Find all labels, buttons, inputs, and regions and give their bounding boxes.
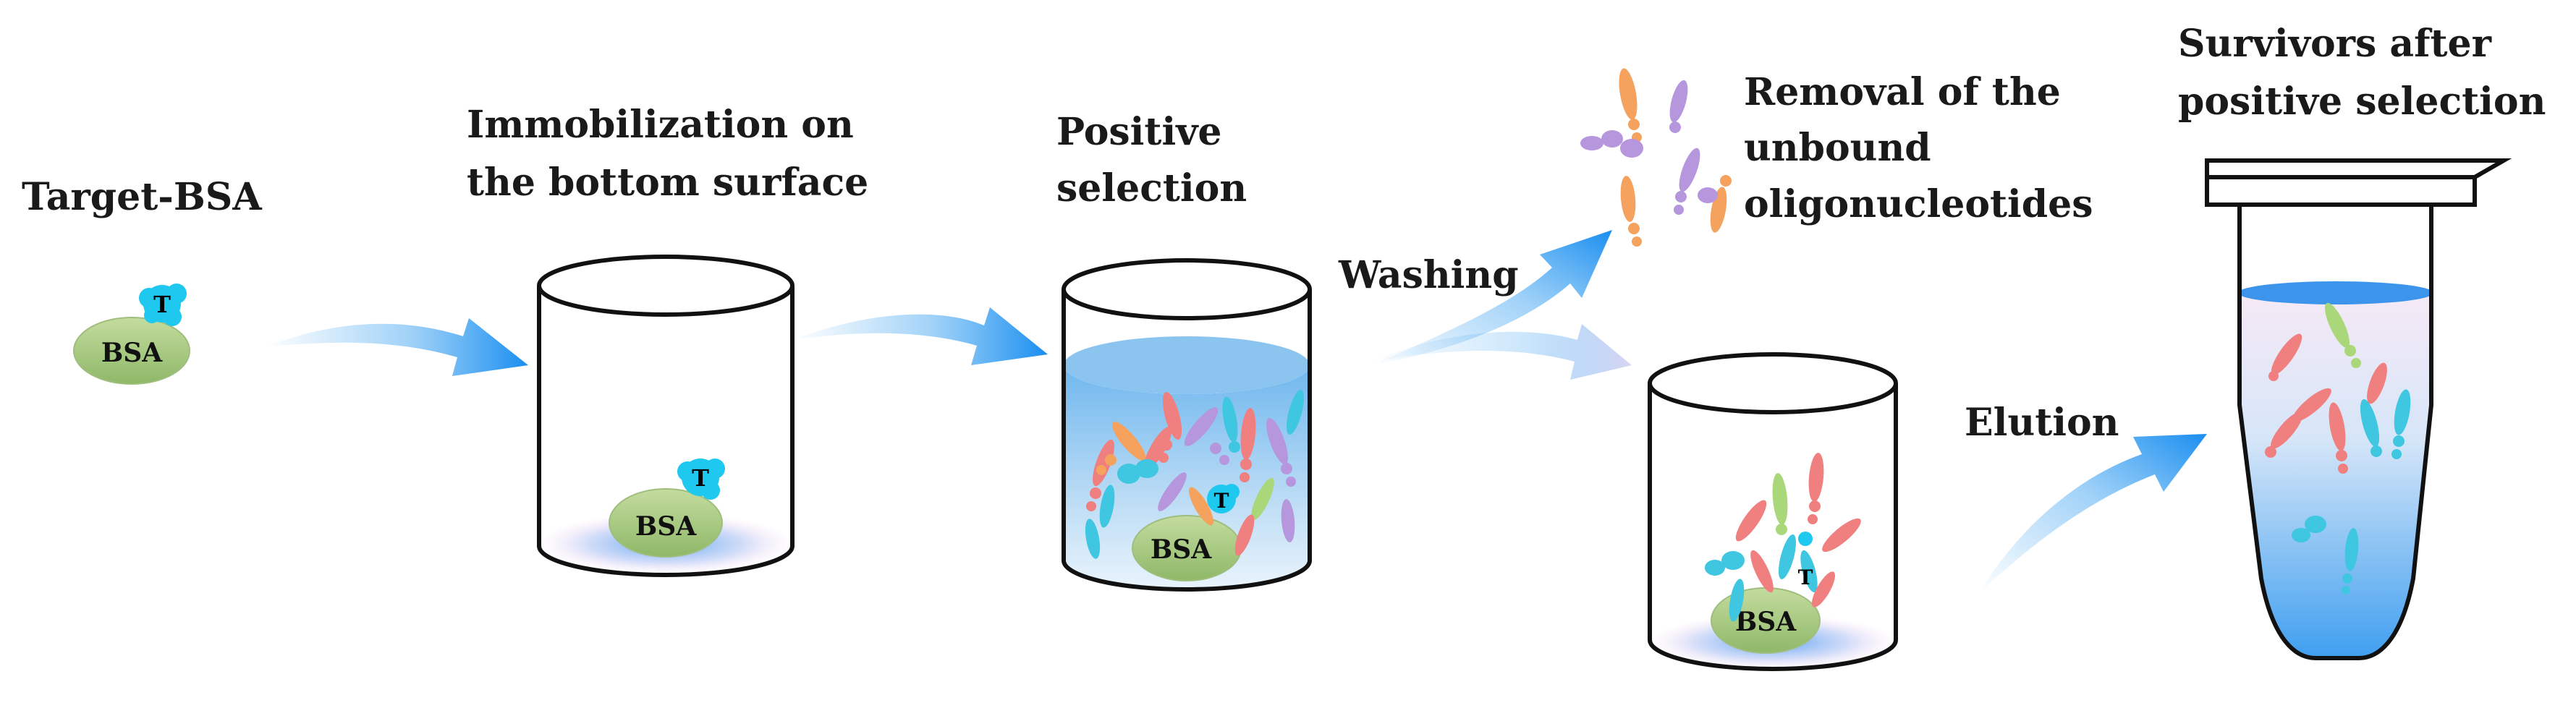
selection-target-molecule: T	[1207, 484, 1240, 513]
arrow-washing-up	[1371, 230, 1612, 365]
selection-well-rim	[1062, 258, 1312, 320]
selection-bsa-label: BSA	[1151, 534, 1212, 565]
target-bsa-complex: Target-BSA BSA T	[22, 175, 262, 385]
label-positive-2: selection	[1056, 166, 1247, 210]
label-positive-1: Positive	[1056, 110, 1222, 154]
washed-well: BSA T	[1648, 352, 1898, 671]
immobilization-well: Immobilization on the bottom surface BSA…	[467, 103, 868, 577]
label-removal-2: unbound	[1744, 126, 1931, 170]
label-survivors-1: Survivors after	[2178, 22, 2492, 66]
arrow-washing-down	[1371, 324, 1632, 380]
tube-cap-rim	[2205, 175, 2477, 207]
label-immobilization-2: the bottom surface	[467, 161, 868, 205]
positive-selection-well: Positive selection BSA T	[1056, 110, 1312, 592]
tube-liquid-surface	[2238, 281, 2433, 304]
label-immobilization-1: Immobilization on	[467, 103, 854, 147]
collection-tube: Survivors after positive selection	[2178, 22, 2546, 660]
target-tag-label: T	[153, 291, 171, 318]
label-elution: Elution	[1965, 401, 2119, 445]
survivor-oligonucleotides	[2265, 302, 2411, 594]
selection-target-tag: T	[1214, 489, 1229, 513]
arrow-to-immobilization	[264, 318, 528, 376]
tube-cap-lid	[2205, 158, 2512, 179]
immobilized-bsa-oval	[609, 488, 723, 558]
target-molecule: T	[139, 283, 187, 326]
washed-well-rim	[1648, 352, 1898, 414]
immobilized-target-tag: T	[692, 464, 709, 492]
washed-target-tag: T	[1798, 566, 1813, 589]
immobilized-target-molecule: T	[677, 459, 725, 500]
bsa-protein-oval	[73, 317, 190, 385]
arrow-to-positive-selection	[792, 307, 1048, 365]
removed-oligonucleotides	[1580, 68, 1732, 247]
bsa-label: BSA	[101, 338, 163, 368]
bound-oligonucleotides: T	[1705, 453, 1861, 622]
label-washing: Washing	[1338, 253, 1519, 297]
immobilized-bsa-label: BSA	[635, 511, 697, 542]
liquid-surface	[1064, 336, 1310, 394]
label-removal-3: oligonucleotides	[1744, 182, 2093, 226]
arrow-elution	[1979, 434, 2207, 593]
oligonucleotide-pool	[1085, 390, 1305, 559]
label-target-bsa: Target-BSA	[22, 175, 262, 219]
washed-bsa-label: BSA	[1735, 607, 1797, 637]
label-removal-1: Removal of the	[1744, 70, 2061, 114]
label-survivors-2: positive selection	[2178, 80, 2546, 124]
well-rim	[537, 255, 795, 317]
